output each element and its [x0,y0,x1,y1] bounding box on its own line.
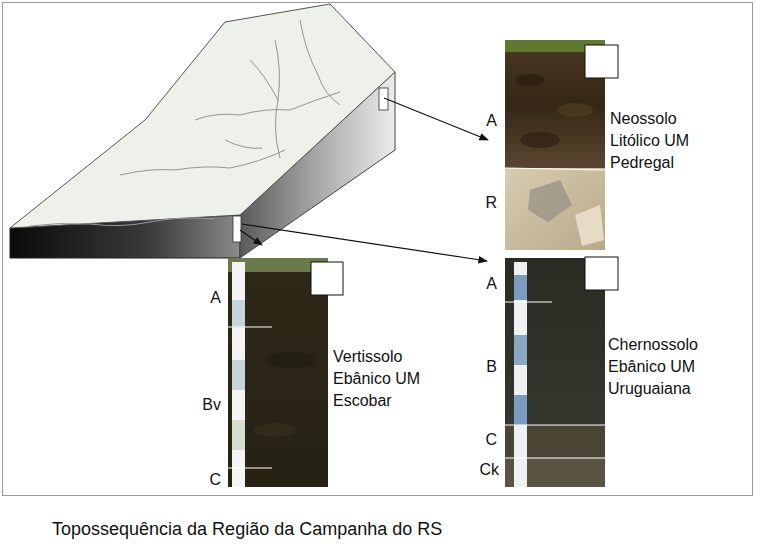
scale-ruler [514,262,527,487]
leader-arrow [240,230,262,245]
ruler-segment [514,395,527,425]
ruler-segment [232,360,245,390]
rock-fragment [528,180,572,222]
horizon-boundary [505,302,552,303]
horizon-label: A [210,289,221,307]
soil-name: Vertissolo Ebânico UM Escobar [333,346,437,412]
empty-box [311,262,343,295]
soil-texture [516,74,544,86]
horizon-label: A [486,112,497,130]
drainage-line [250,60,278,100]
soil-texture [253,423,297,437]
soil-texture [557,103,593,117]
frame [3,3,753,496]
horizon-boundary [505,168,605,170]
soil-name: Chernossolo Ebânico UM Uruguaiana [608,334,740,400]
horizon-boundary [228,468,272,469]
block-top-surface [10,4,395,228]
horizon-label: R [485,194,497,212]
profile-window [233,216,241,242]
soil-name: Neossolo Litólico UM Pedregal [610,108,718,174]
horizon-label: B [486,358,497,376]
ruler-segment [232,420,245,450]
drainage-line [300,20,340,105]
horizon-boundary [228,327,272,328]
horizon-label: Ck [479,461,499,479]
soil-class-name: Chernossolo Ebânico UM Uruguaiana [608,334,740,400]
ruler-segment [514,275,527,300]
soil-class-name: Vertissolo Ebânico UM Escobar [333,346,437,412]
horizon-label: A [486,275,497,293]
drainage-line [225,140,262,148]
empty-box [585,257,618,290]
soil-photo [505,258,605,487]
horizon-label: C [209,471,221,489]
leader-arrow [242,224,487,261]
ruler-segment [514,335,527,365]
ruler-segment [232,300,245,328]
horizon-label: Bv [202,396,221,414]
rock-photo [505,168,605,250]
horizon-label: C [485,431,497,449]
rock-fragment [575,205,604,246]
figure-caption: Topossequência da Região da Campanha do … [52,518,442,540]
horizon-boundary [505,425,605,426]
soil-texture [265,352,315,368]
soil-texture [520,132,560,148]
leader-arrow [384,98,488,140]
drainage-line [120,150,285,175]
scale-ruler [232,262,245,487]
horizon-boundary [505,458,605,459]
soil-class-name: Neossolo Litólico UM Pedregal [610,108,718,174]
drainage-line [195,92,340,120]
relief-line [30,218,215,226]
empty-box [585,45,618,78]
